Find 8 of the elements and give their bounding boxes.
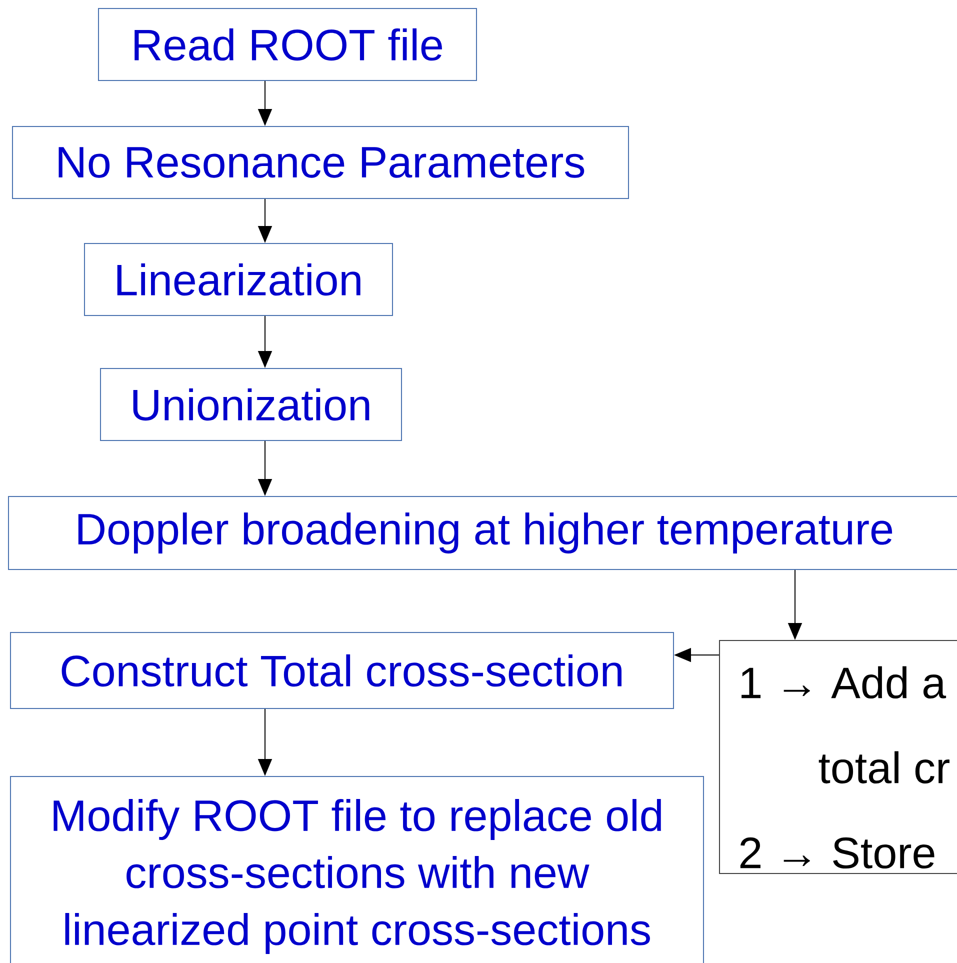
process-box: Modify ROOT file to replace old cross-sections with new linearized point cross-sections — [10, 776, 704, 963]
process-box: 1 → Add a total cr 2 → Store — [719, 640, 957, 874]
process-box: Doppler broadening at higher temperature — [8, 496, 957, 570]
process-box: Read ROOT file — [98, 8, 477, 81]
process-box: Unionization — [100, 368, 402, 441]
process-box: Linearization — [84, 243, 393, 316]
process-box: Construct Total cross-section — [10, 632, 674, 709]
process-box: No Resonance Parameters — [12, 126, 629, 199]
